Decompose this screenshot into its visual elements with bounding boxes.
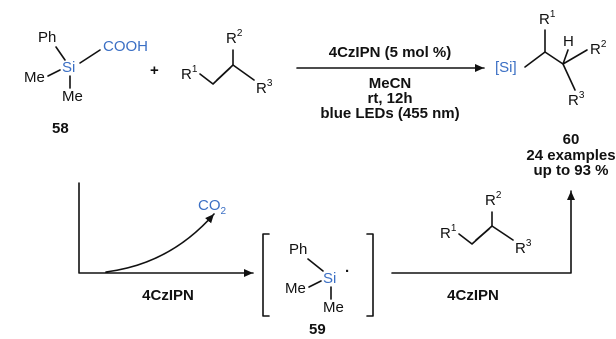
compound-58-ph: Ph — [38, 29, 56, 46]
product-60-examples: 24 examples — [526, 147, 615, 164]
alkene-top-r3: R3 — [256, 78, 273, 97]
bond-si-cooh — [79, 49, 101, 64]
bond-ph-si — [55, 46, 66, 61]
mechanism-arrow-left — [78, 182, 254, 277]
alkene-bottom-r2: R2 — [485, 190, 502, 209]
radical-bond-me-si — [308, 280, 322, 288]
compound-58: Ph Si COOH Me Me 58 — [24, 29, 148, 137]
alkene-top-r2: R2 — [226, 28, 243, 47]
radical-59-ph: Ph — [289, 241, 307, 258]
compound-58-me-bottom: Me — [62, 88, 83, 105]
bond-me-si — [47, 69, 61, 77]
product-60-yield: up to 93 % — [533, 162, 608, 179]
radical-59: Ph Si · Me Me 59 — [262, 233, 374, 338]
conditions-catalyst: 4CzIPN (5 mol %) — [329, 44, 452, 61]
product-60-chain — [524, 49, 588, 68]
conditions-time: rt, 12h — [367, 90, 412, 107]
bracket-right — [366, 233, 374, 317]
conditions-solvent: MeCN — [369, 75, 412, 92]
alkene-bottom-r1: R1 — [440, 223, 457, 242]
mechanism-arrow-right — [391, 190, 575, 274]
co2-label: CO2 — [198, 197, 227, 217]
alkene-top-r1: R1 — [181, 64, 198, 83]
compound-58-me-left: Me — [24, 69, 45, 86]
conditions-light: blue LEDs (455 nm) — [320, 105, 459, 122]
radical-59-me-bottom: Me — [323, 299, 344, 316]
product-60-si-label: [Si] — [495, 59, 517, 76]
product-60-number: 60 — [563, 131, 580, 148]
product-60-r1: R1 — [539, 9, 556, 28]
compound-58-number: 58 — [52, 120, 69, 137]
product-60-h: H — [563, 33, 574, 50]
bracket-left — [262, 233, 270, 317]
alkene-bottom-r3: R3 — [515, 238, 532, 257]
product-60-bond-h — [562, 49, 569, 65]
alkene-top: R1 R2 R3 — [181, 28, 273, 97]
co2-release-arrow — [105, 213, 215, 273]
mechanism-right-label: 4CzIPN — [447, 287, 499, 304]
product-60-bond-r3 — [562, 63, 576, 91]
compound-58-si: Si — [62, 59, 75, 76]
product-60: [Si] R1 H R2 R3 60 24 examples up to 93 … — [495, 9, 616, 179]
alkene-top-double-bond — [216, 67, 231, 81]
radical-bond-ph-si — [307, 258, 324, 272]
product-60-r3: R3 — [568, 90, 585, 109]
plus-sign: + — [150, 62, 159, 79]
alkene-top-bond-r3 — [232, 64, 255, 81]
alkene-bottom-chain — [458, 211, 493, 245]
radical-59-si: Si — [323, 270, 336, 287]
radical-59-number: 59 — [309, 321, 326, 338]
product-60-r2: R2 — [590, 39, 607, 58]
alkene-top-chain — [199, 49, 234, 85]
mechanism-left-label: 4CzIPN — [142, 287, 194, 304]
radical-59-me-left: Me — [285, 280, 306, 297]
alkene-bottom-bond-r3 — [491, 225, 514, 241]
alkene-bottom-double-bond — [475, 228, 490, 241]
radical-59-dot: · — [345, 263, 350, 280]
compound-58-cooh: COOH — [103, 38, 148, 55]
alkene-bottom: R1 R2 R3 — [440, 190, 532, 257]
